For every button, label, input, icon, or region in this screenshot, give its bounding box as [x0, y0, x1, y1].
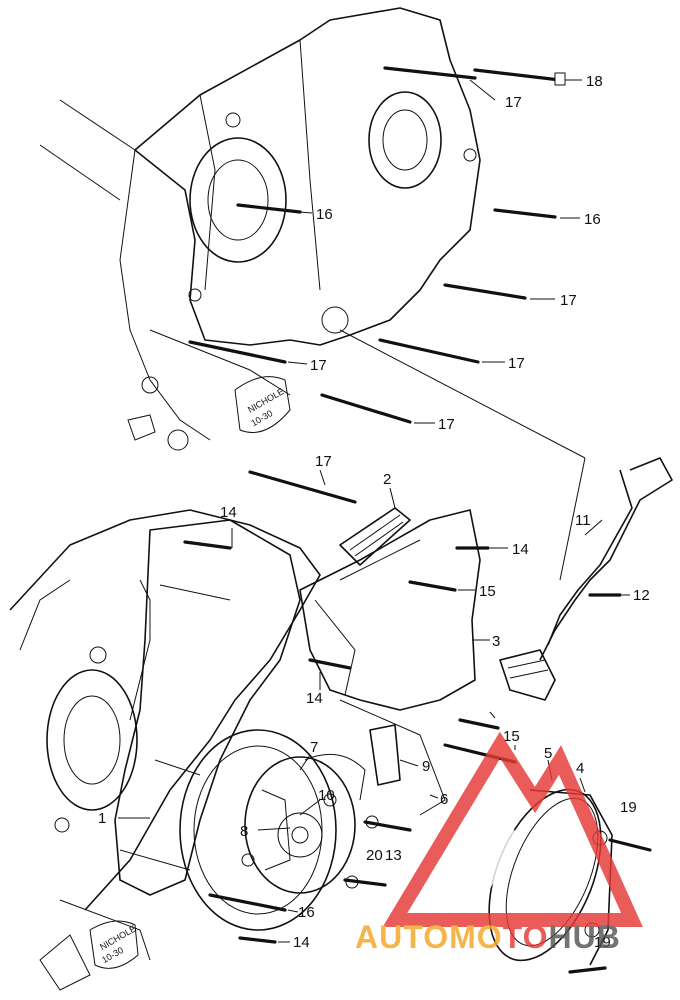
callout-7: 7: [310, 739, 318, 756]
callout-17-f: 17: [315, 453, 332, 470]
callout-8: 8: [240, 823, 248, 840]
callout-10: 10: [318, 787, 335, 804]
callout-13: 13: [385, 847, 402, 864]
callout-12: 12: [633, 587, 650, 604]
callout-6: 6: [440, 791, 448, 808]
misc-parts: [118, 699, 586, 889]
callout-19-b: 19: [594, 934, 611, 951]
callout-18: 18: [586, 73, 603, 90]
watermark-triangle-icon: [382, 731, 643, 927]
callout-14-b: 14: [512, 541, 529, 558]
rotor-stator: [179, 729, 366, 931]
crankcase-lower: NICHOLE 10-30: [9, 509, 321, 991]
callout-15-a: 15: [479, 583, 496, 600]
callout-17-a: 17: [505, 94, 522, 111]
kick-lever-11: [499, 457, 673, 701]
watermark-text-mid: TO: [503, 919, 549, 955]
callout-14-d: 14: [293, 934, 310, 951]
callout-17-e: 17: [438, 416, 455, 433]
callout-17-d: 17: [310, 357, 327, 374]
watermark-logo: AUTOMOTOHUB: [355, 731, 643, 955]
callout-9: 9: [422, 758, 430, 775]
cover-3: [299, 509, 490, 711]
callout-16-a: 16: [316, 206, 333, 223]
watermark-text-left: AUTOMO: [355, 919, 503, 955]
callout-14-c: 14: [306, 690, 323, 707]
callout-14-a: 14: [220, 504, 237, 521]
svg-text:AUTOMOTOHUB: AUTOMOTOHUB: [355, 919, 621, 955]
callout-16-b: 16: [584, 211, 601, 228]
callout-20: 20: [366, 847, 383, 864]
callout-4: 4: [576, 760, 584, 777]
small-bolts: [183, 528, 652, 974]
callout-19-a: 19: [620, 799, 637, 816]
callout-11: 11: [575, 512, 591, 529]
watermark-triangle-inner-icon: [440, 805, 520, 905]
callout-1: 1: [98, 810, 106, 827]
callout-15-b: 15: [503, 728, 520, 745]
crankcase-upper: NICHOLE 10-30: [39, 7, 481, 451]
callout-3: 3: [492, 633, 500, 650]
callout-labels: 18 17 16 16 17 17 17 17 17 2 14 14 15 3 …: [98, 73, 650, 951]
callout-5: 5: [544, 745, 552, 762]
callout-17-b: 17: [560, 292, 577, 309]
callout-2: 2: [383, 471, 391, 488]
part-2: [339, 487, 411, 566]
watermark-text-right: HUB: [548, 919, 620, 955]
callout-16-c: 16: [298, 904, 315, 921]
callout-17-c: 17: [508, 355, 525, 372]
upper-bolts: [188, 66, 586, 581]
